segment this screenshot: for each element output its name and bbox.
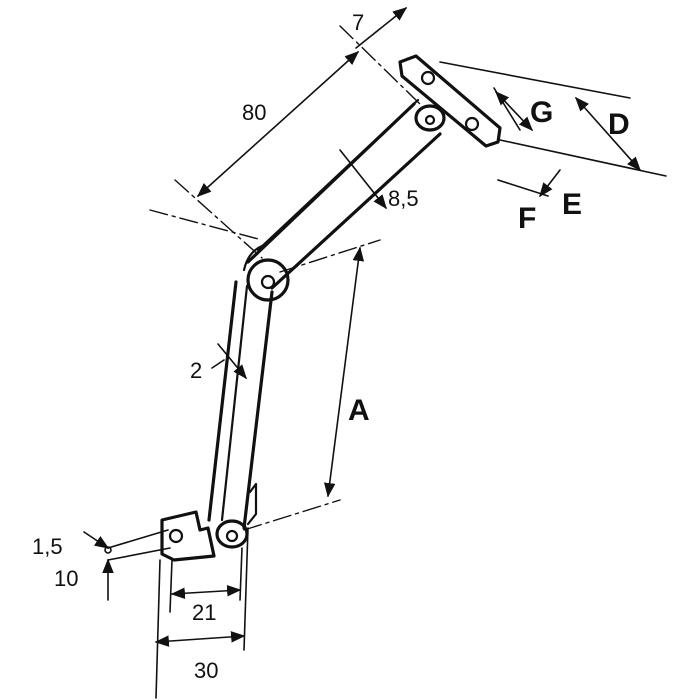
- dim-label-80: 80: [242, 100, 266, 125]
- dim-letter-d: D: [608, 108, 630, 141]
- elbow-pivot: [242, 244, 290, 302]
- dim-label-7: 7: [352, 10, 364, 35]
- dim-letter-e: E: [562, 188, 582, 221]
- bottom-foot-bracket: [160, 482, 258, 562]
- top-mount-plate: [398, 54, 502, 148]
- dimension-lines: [83, 7, 641, 647]
- dim-label-10: 10: [54, 566, 78, 591]
- dim-label-21: 21: [192, 600, 216, 625]
- dim-label-1-5: 1,5: [32, 534, 63, 559]
- dim-letter-a: A: [348, 394, 370, 427]
- dim-letter-g: G: [530, 96, 553, 129]
- dim-label-8-5: 8,5: [388, 186, 419, 211]
- lower-arm: [207, 280, 274, 530]
- dim-label-30: 30: [194, 658, 218, 683]
- dim-label-2: 2: [190, 358, 202, 383]
- dim-letter-f: F: [518, 202, 536, 235]
